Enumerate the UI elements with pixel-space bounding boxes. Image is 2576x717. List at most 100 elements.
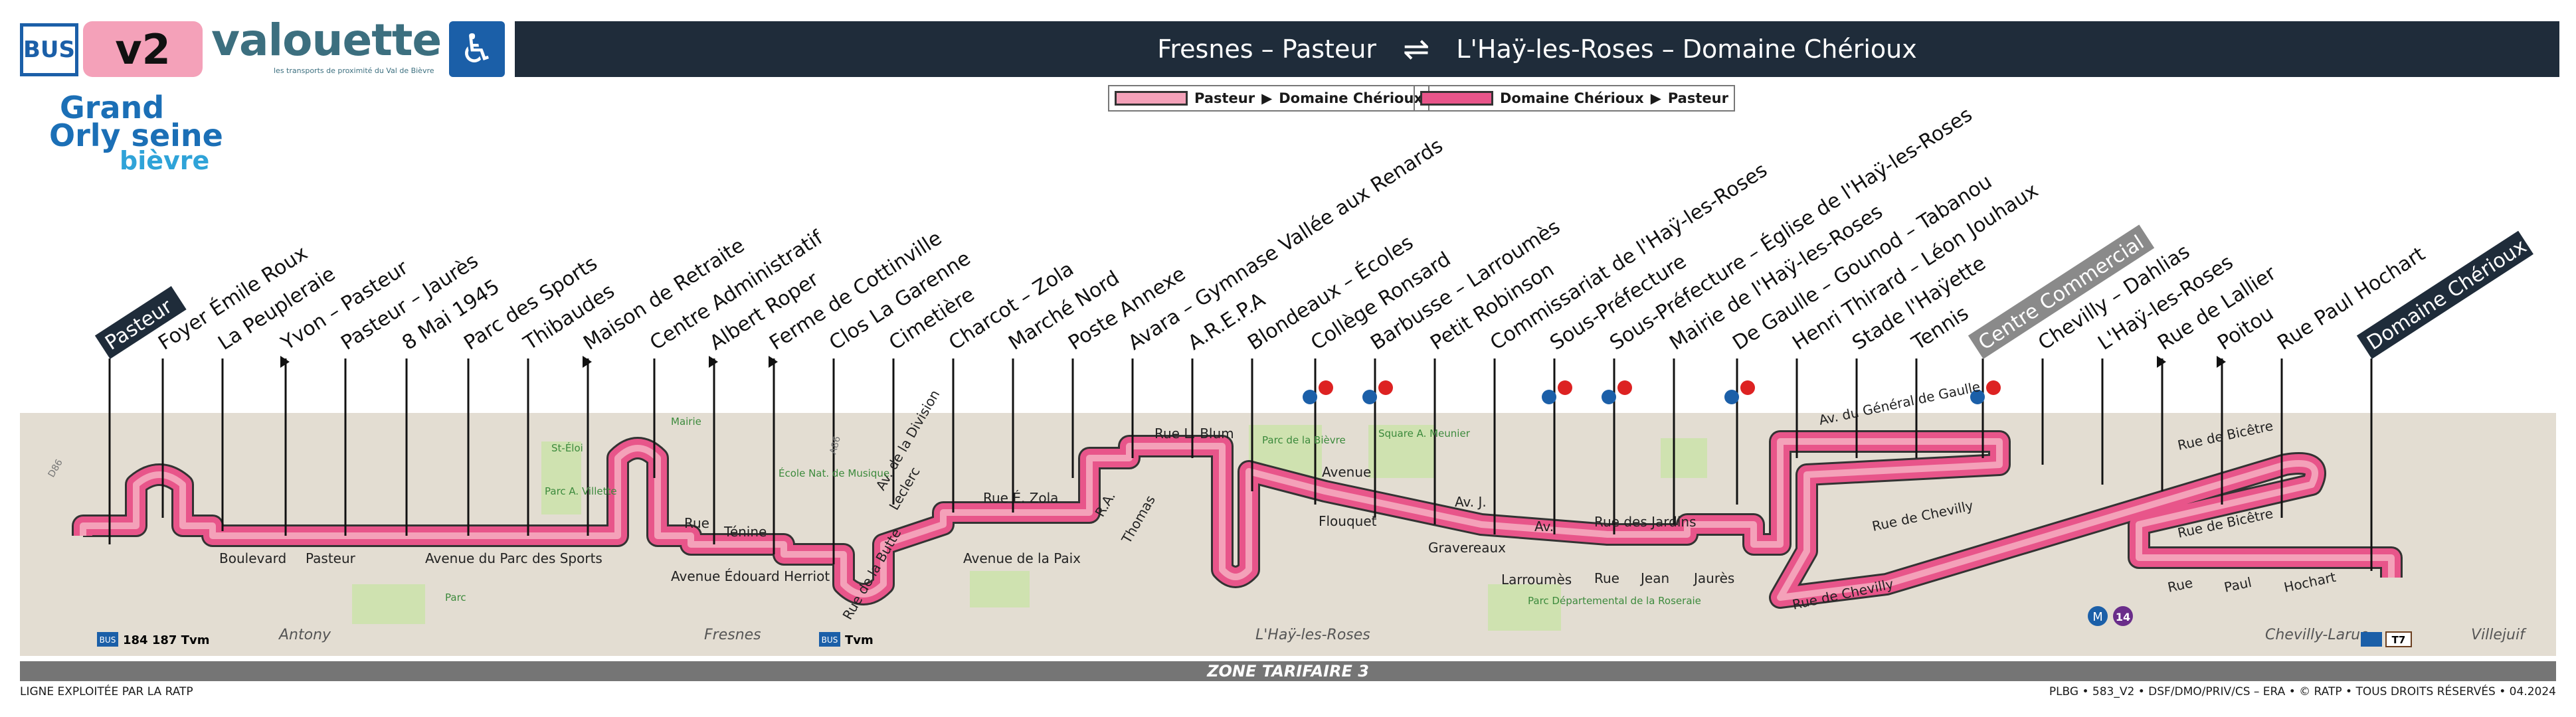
town-label: Antony (278, 627, 331, 643)
park-area (352, 584, 425, 624)
stop-name: Domaine Chérioux (2363, 235, 2531, 355)
park-area (1488, 584, 1561, 631)
line-14-icon (2113, 606, 2133, 626)
triangle-right-icon: ▶ (1650, 90, 1661, 106)
town-label: L'Haÿ-les-Roses (1255, 627, 1370, 643)
street-label: Rue des Jardins (1594, 514, 1697, 530)
wheelchair-icon (1362, 390, 1377, 404)
connection-label: Tvm (845, 633, 874, 647)
copyright-note: PLBG • 583_V2 • DSF/DMO/PRIV/CS – ERA • … (2049, 685, 2556, 698)
legend-swatch-light (1115, 91, 1188, 106)
stop-name: Rue Paul Hochart (2273, 242, 2429, 355)
one-way-triangle-icon (709, 356, 718, 368)
park-area (970, 571, 1030, 607)
one-way-triangle-icon (2157, 356, 2166, 368)
street-label: Av. J. (1455, 494, 1487, 510)
street-label: Avenue de la Paix (963, 550, 1081, 566)
bus-stop-icon (819, 632, 840, 647)
brand-logo: valouette (211, 15, 442, 66)
stop-label: Domaine Chérioux (2356, 230, 2533, 359)
partner-logo: Grand Orly seine bièvre (20, 90, 223, 175)
no-entry-icon (1740, 380, 1755, 395)
metro-connection-14: M 14 (2088, 606, 2133, 626)
one-way-triangle-icon (769, 356, 778, 368)
operator-note: LIGNE EXPLOITÉE PAR LA RATP (20, 685, 193, 698)
stop-tick-group (108, 356, 2373, 571)
park-area (1368, 425, 1435, 478)
place-label: Parc de la Bièvre (1262, 434, 1346, 446)
line-number-badge: v2 (83, 21, 203, 77)
street-label: Avenue (1322, 464, 1371, 480)
partner-line1: Grand (60, 90, 165, 125)
no-entry-icon (1319, 380, 1333, 395)
connection-label: 14 (2116, 611, 2130, 623)
town-label: Chevilly-Larue (2265, 627, 2369, 643)
street-label: Flouquet (1319, 513, 1377, 529)
place-label: Parc Départemental de la Roseraie (1528, 595, 1701, 607)
legend-swatch-dark (1420, 91, 1493, 106)
stop-label-box (94, 285, 187, 359)
connection-label: T7 (2392, 634, 2406, 646)
stop-label: Rue Paul Hochart (2273, 242, 2429, 355)
town-label: Villejuif (2471, 627, 2527, 643)
road-label-a86: A86 (828, 435, 843, 455)
wheelchair-icon (1602, 390, 1616, 404)
place-label: St-Éloi (551, 441, 583, 454)
stop-label-box (1968, 224, 2155, 359)
street-label: Avenue du Parc des Sports (425, 550, 602, 566)
bus-stop-icon-label: BUS (822, 635, 838, 645)
no-entry-icon (1378, 380, 1393, 395)
park-area (1661, 438, 1707, 478)
partner-line3: bièvre (120, 146, 210, 175)
tram-icon (2361, 632, 2382, 647)
partner-line2: Orly seine (49, 118, 223, 153)
street-label: Avenue Édouard Herriot (671, 568, 830, 584)
place-label: École Nat. de Musique (779, 467, 889, 479)
one-way-triangle-icon (2217, 356, 2226, 368)
place-label: Square A. Meunier (1378, 428, 1471, 439)
tram-connection-t7: T7 (2361, 631, 2412, 647)
street-label: Boulevard (219, 550, 286, 566)
wheelchair-icon (1970, 390, 1985, 404)
wheelchair-icon (1303, 390, 1317, 404)
street-label: Av. (1534, 518, 1554, 534)
street-label: Larroumès (1501, 572, 1572, 588)
route-title-bar: Fresnes – Pasteur ⇌ L'Haÿ-les-Roses – Do… (515, 21, 2559, 77)
street-label: Rue É. Zola (983, 490, 1058, 506)
brand-tagline: les transports de proximité du Val de Bi… (274, 66, 434, 75)
street-label: Pasteur (306, 550, 356, 566)
street-label: Jaurès (1693, 570, 1734, 586)
no-entry-icon (1558, 380, 1572, 395)
wheelchair-icon (1724, 390, 1739, 404)
fare-zone-bar: ZONE TARIFAIRE 3 (20, 661, 2556, 681)
wheelchair-icon: ♿ (449, 21, 505, 77)
place-label: Mairie (671, 416, 701, 428)
street-label: Gravereaux (1428, 540, 1506, 556)
route-line-outbound (80, 438, 2395, 601)
no-entry-icon (1986, 380, 2001, 395)
terminus-b-label: L'Haÿ-les-Roses – Domaine Chérioux (1456, 35, 1917, 64)
place-label: Parc (445, 592, 466, 603)
legend-to: Pasteur (1667, 90, 1728, 106)
legend-direction-2: Domaine Chérioux ▶ Pasteur (1414, 85, 1735, 112)
legend-direction-1: Pasteur ▶ Domaine Chérioux (1108, 85, 1429, 112)
street-label: Rue (684, 515, 709, 531)
connection-label: 184 187 Tvm (123, 633, 209, 647)
street-label: Ténine (723, 524, 767, 540)
no-entry-icon (1617, 380, 1632, 395)
bus-stop-icon (97, 632, 118, 647)
terminus-a-label: Fresnes – Pasteur (1157, 35, 1377, 64)
metro-icon (2088, 606, 2108, 626)
legend-to: Domaine Chérioux (1279, 90, 1423, 106)
bus-mode-badge: BUS (20, 23, 78, 76)
wheelchair-icon (1542, 390, 1556, 404)
line-t7-badge (2385, 631, 2412, 647)
route-line-group (72, 430, 2403, 609)
metro-icon-label: M (2092, 610, 2103, 624)
stop-label-box (2356, 230, 2533, 359)
triangle-right-icon: ▶ (1261, 90, 1273, 106)
bus-connection-184: BUS 184 187 Tvm (97, 632, 209, 647)
